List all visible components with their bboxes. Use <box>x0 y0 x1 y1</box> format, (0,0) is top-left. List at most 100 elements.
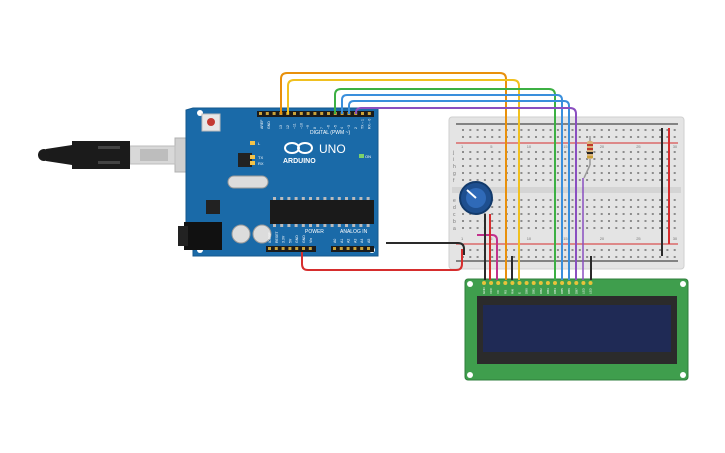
analog-pin-label: A1 <box>340 239 344 243</box>
digital-pin-label: 8 <box>313 127 317 129</box>
power-pin-label: 5V <box>288 238 292 243</box>
wire-blue-2 <box>348 100 570 280</box>
wire-green <box>334 88 556 280</box>
wire-purple <box>355 107 577 280</box>
wires[interactable] <box>280 72 670 280</box>
lcd-pin[interactable] <box>560 281 565 285</box>
digital-pin-label: TX→1 <box>361 119 365 129</box>
power-pin-label: GND <box>302 235 306 243</box>
wire-orange <box>280 72 507 280</box>
lcd-pin[interactable] <box>574 281 579 285</box>
lcd-screen <box>483 305 671 352</box>
wire-black <box>386 242 465 255</box>
digital-pin-label: ~9 <box>306 125 310 129</box>
digital-pin-label: ~11 <box>293 123 297 129</box>
lcd-pin[interactable] <box>510 281 515 285</box>
arduino-logo: ARDUINO UNO <box>283 142 346 165</box>
digital-pin-label: 4 <box>340 127 344 129</box>
column-number: 1 <box>461 144 464 149</box>
lcd-pin[interactable] <box>482 281 486 285</box>
digital-pin-label: 7 <box>320 127 324 129</box>
pin-label: AREF <box>260 120 264 129</box>
column-number: 5 <box>490 236 493 241</box>
analog-pin-label: A3 <box>353 239 357 243</box>
lcd-pin[interactable] <box>496 281 501 285</box>
row-letter: j <box>452 150 454 156</box>
analog-pin-label: A0 <box>333 239 337 243</box>
lcd-pin-label: DB4 <box>553 288 557 294</box>
column-number: 15 <box>563 144 568 149</box>
row-letter: h <box>453 164 456 170</box>
row-letter: a <box>453 226 456 232</box>
column-number: 20 <box>600 144 605 149</box>
power-pin-label: IOREF <box>268 232 272 243</box>
lcd-pin-label: DB2 <box>539 288 543 294</box>
lcd-pin[interactable] <box>581 281 586 285</box>
analog-header[interactable] <box>331 246 374 252</box>
lcd-pin-label: DB5 <box>560 288 564 294</box>
lcd-pin[interactable] <box>524 281 529 285</box>
column-number: 1 <box>461 236 464 241</box>
column-number: 5 <box>490 144 493 149</box>
rx-label: RX <box>258 161 264 166</box>
on-label: ON <box>365 154 371 159</box>
lcd-pin[interactable] <box>538 281 543 285</box>
digital-pin-label: 13 <box>279 125 283 129</box>
power-pin-label: 3.3V <box>282 235 286 243</box>
digital-pin-label: ~10 <box>299 123 303 129</box>
analog-label: ANALOG IN <box>340 229 368 235</box>
row-letter: f <box>453 178 455 184</box>
digital-label: DIGITAL (PWM ~) <box>310 130 350 136</box>
row-letter: b <box>453 219 456 225</box>
lcd-pin[interactable] <box>588 281 593 285</box>
column-number: 10 <box>527 236 532 241</box>
l-label: L <box>258 141 261 146</box>
wire-blue-1 <box>341 94 563 280</box>
lcd-pin[interactable] <box>517 281 522 285</box>
column-number: 30 <box>673 236 678 241</box>
lcd-pin-label: V0 <box>496 290 500 294</box>
digital-pin-label: ~5 <box>333 125 337 129</box>
lcd-pin-label: DB1 <box>532 288 536 294</box>
wire-red <box>301 249 463 271</box>
brand-label: ARDUINO <box>283 158 316 165</box>
power-pin-label: Vin <box>309 238 313 243</box>
lcd-pin[interactable] <box>489 281 494 285</box>
lcd-pin[interactable] <box>567 281 572 285</box>
row-letter: e <box>453 198 456 204</box>
power-pin-label: GND <box>295 235 299 243</box>
lcd-pin[interactable] <box>531 281 536 285</box>
power-pin-label: RESET <box>275 230 279 243</box>
lcd-pin-label: RW <box>510 289 514 294</box>
lcd-pin[interactable] <box>553 281 557 285</box>
digital-pin-label: ~3 <box>347 125 351 129</box>
model-label: UNO <box>319 142 346 156</box>
lcd-pin-label: GND <box>482 287 486 295</box>
row-letter: g <box>453 171 456 177</box>
lcd-pin[interactable] <box>545 281 550 285</box>
digital-pin-label: ~6 <box>327 125 331 129</box>
usb-cable-icon <box>38 137 196 173</box>
arduino-uno-board[interactable]: ARDUINO UNO DIGITAL (PWM ~) POWER ANALOG… <box>178 107 379 257</box>
row-letter: c <box>453 212 456 218</box>
potentiometer-icon[interactable] <box>459 181 493 215</box>
lcd-pin-label: RS <box>503 290 507 294</box>
wire-yellow <box>287 79 520 280</box>
lcd-pin-label: E <box>518 292 522 294</box>
row-letter: d <box>453 205 456 211</box>
atmega-chip <box>270 200 374 224</box>
lcd-pin[interactable] <box>503 281 508 285</box>
lcd-pin-label: DB0 <box>525 288 529 294</box>
resistor-icon[interactable] <box>583 136 593 179</box>
analog-pin-label: A2 <box>347 239 351 243</box>
column-number: 10 <box>527 144 532 149</box>
lcd-pin-label: LED <box>581 287 585 294</box>
digital-pin-label: 2 <box>354 127 358 129</box>
digital-pin-label: 12 <box>286 125 290 129</box>
